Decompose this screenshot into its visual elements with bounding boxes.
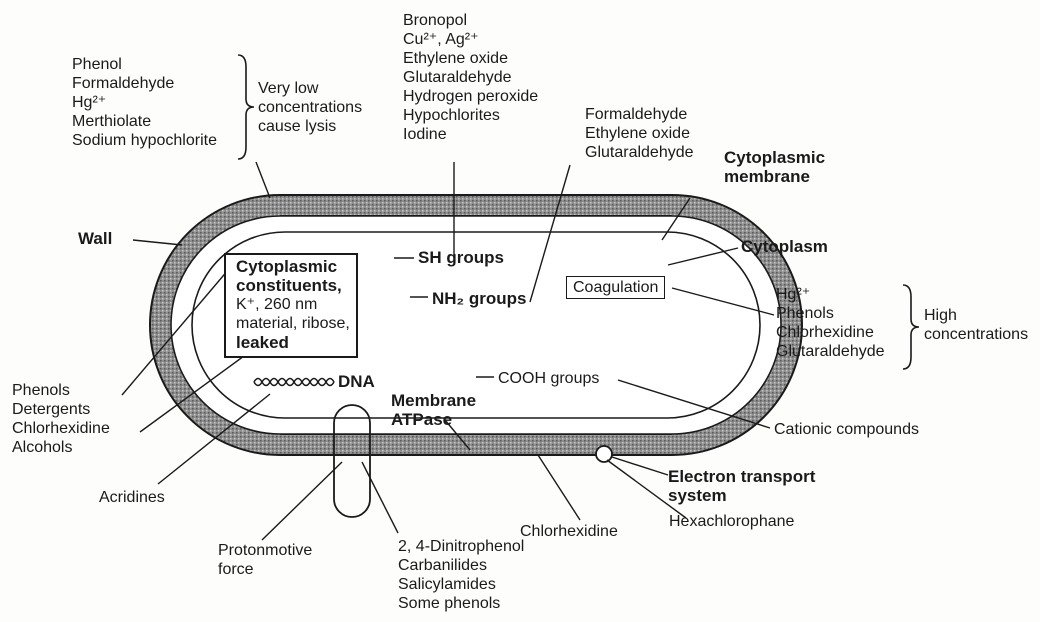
agent-glutaraldehyde: Glutaraldehyde xyxy=(585,143,694,162)
label-line: ATPase xyxy=(391,410,476,429)
label-line: Cytoplasmic xyxy=(724,148,825,167)
cationic-compounds-label: Cationic compounds xyxy=(774,420,919,439)
agent-glutaraldehyde: Glutaraldehyde xyxy=(403,68,538,87)
lysis-brace xyxy=(238,55,254,159)
lysis-note-line: Very low xyxy=(258,79,362,98)
leakage-agents-list: Phenols Detergents Chlorhexidine Alcohol… xyxy=(12,381,110,457)
agent-chlorhexidine: Chlorhexidine xyxy=(776,323,885,342)
agent-formaldehyde: Formaldehyde xyxy=(72,74,217,93)
lysis-note-line: concentrations xyxy=(258,98,362,117)
protonmotive-force-label: Protonmotive force xyxy=(218,541,312,579)
coagulation-agents-list: Hg²⁺ Phenols Chlorhexidine Glutaraldehyd… xyxy=(776,285,885,361)
agent-detergents: Detergents xyxy=(12,400,110,419)
box-title: Cytoplasmic xyxy=(236,257,350,276)
agent-salicylamides: Salicylamides xyxy=(398,575,524,594)
label-line: Protonmotive xyxy=(218,541,312,560)
nh2-agents-list: Formaldehyde Ethylene oxide Glutaraldehy… xyxy=(585,105,694,162)
agent-phenols: Phenols xyxy=(12,381,110,400)
coagulation-box: Coagulation xyxy=(566,276,665,299)
agent-mercury-ion: Hg²⁺ xyxy=(72,93,217,112)
agent-ethylene-oxide: Ethylene oxide xyxy=(403,49,538,68)
box-title: constituents, xyxy=(236,276,350,295)
box-line-leaked: leaked xyxy=(236,333,350,352)
electron-transport-label: Electron transport system xyxy=(668,467,815,505)
agent-formaldehyde: Formaldehyde xyxy=(585,105,694,124)
agent-hydrogen-peroxide: Hydrogen peroxide xyxy=(403,87,538,106)
cooh-groups-label: COOH groups xyxy=(498,369,599,388)
sh-groups-label: SH groups xyxy=(418,248,504,267)
note-line: High xyxy=(924,306,1028,325)
box-line: material, ribose, xyxy=(236,314,350,333)
electron-transport-marker xyxy=(596,446,612,462)
cytoplasmic-membrane-label: Cytoplasmic membrane xyxy=(724,148,825,186)
label-line: Membrane xyxy=(391,391,476,410)
agent-mercury-ion: Hg²⁺ xyxy=(776,285,885,304)
nh2-groups-label: NH₂ groups xyxy=(432,289,526,308)
cytoplasmic-constituents-box: Cytoplasmic constituents, K⁺, 260 nm mat… xyxy=(224,253,358,358)
agent-merthiolate: Merthiolate xyxy=(72,112,217,131)
agent-glutaraldehyde: Glutaraldehyde xyxy=(776,342,885,361)
agent-dinitrophenol: 2, 4-Dinitrophenol xyxy=(398,537,524,556)
agent-carbanilides: Carbanilides xyxy=(398,556,524,575)
high-concentrations-note: High concentrations xyxy=(924,306,1028,344)
box-line: K⁺, 260 nm xyxy=(236,295,350,314)
agent-chlorhexidine: Chlorhexidine xyxy=(12,419,110,438)
hexachlorophane-label: Hexachlorophane xyxy=(669,512,794,531)
membrane-atpase-label: Membrane ATPase xyxy=(391,391,476,429)
agent-phenol: Phenol xyxy=(72,55,217,74)
label-line: membrane xyxy=(724,167,825,186)
label-line: system xyxy=(668,486,815,505)
dna-label: DNA xyxy=(338,372,375,391)
lysis-note: Very low concentrations cause lysis xyxy=(258,79,362,136)
agent-hypochlorites: Hypochlorites xyxy=(403,106,538,125)
label-line: Electron transport xyxy=(668,467,815,486)
lysis-agents-list: Phenol Formaldehyde Hg²⁺ Merthiolate Sod… xyxy=(72,55,217,150)
acridines-label: Acridines xyxy=(99,488,165,507)
wall-label: Wall xyxy=(78,229,112,248)
agent-iodine: Iodine xyxy=(403,125,538,144)
high-concentration-brace xyxy=(903,285,919,369)
note-line: concentrations xyxy=(924,325,1028,344)
sh-agents-list: Bronopol Cu²⁺, Ag²⁺ Ethylene oxide Gluta… xyxy=(403,11,538,144)
label-line: force xyxy=(218,560,312,579)
agent-alcohols: Alcohols xyxy=(12,438,110,457)
cytoplasm-label: Cytoplasm xyxy=(741,237,828,256)
uncouplers-list: 2, 4-Dinitrophenol Carbanilides Salicyla… xyxy=(398,537,524,613)
agent-phenols: Phenols xyxy=(776,304,885,323)
agent-bronopol: Bronopol xyxy=(403,11,538,30)
agent-copper-silver: Cu²⁺, Ag²⁺ xyxy=(403,30,538,49)
agent-some-phenols: Some phenols xyxy=(398,594,524,613)
agent-sodium-hypochlorite: Sodium hypochlorite xyxy=(72,131,217,150)
chlorhexidine-label: Chlorhexidine xyxy=(520,522,618,541)
lysis-note-line: cause lysis xyxy=(258,117,362,136)
agent-ethylene-oxide: Ethylene oxide xyxy=(585,124,694,143)
